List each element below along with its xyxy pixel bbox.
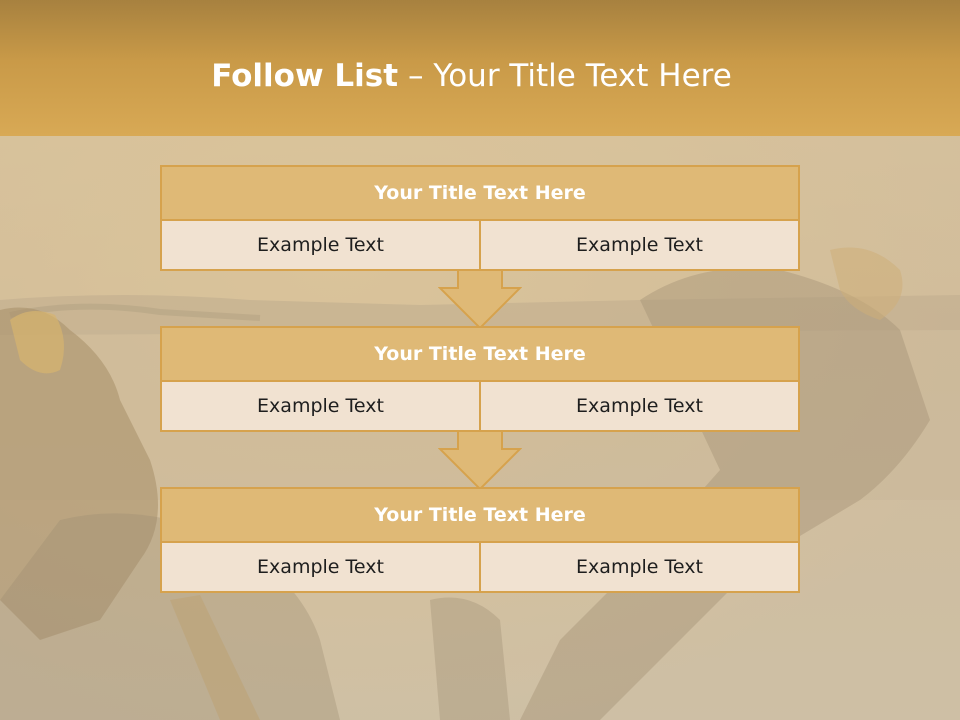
step-block-3: Your Title Text Here Example Text Exampl…: [160, 487, 800, 593]
step-cell-right: Example Text: [481, 382, 800, 432]
step-heading: Your Title Text Here: [160, 326, 800, 382]
down-arrow-icon: [438, 270, 522, 330]
step-heading: Your Title Text Here: [160, 487, 800, 543]
step-row: Example Text Example Text: [160, 382, 800, 432]
step-cell-right: Example Text: [481, 543, 800, 593]
down-arrow-icon: [438, 431, 522, 491]
slide-title-rest: – Your Title Text Here: [408, 58, 732, 94]
title-bar: [0, 0, 960, 136]
slide-title-bold: Follow List: [211, 58, 399, 94]
step-cell-left: Example Text: [160, 543, 481, 593]
step-row: Example Text Example Text: [160, 221, 800, 271]
step-cell-left: Example Text: [160, 221, 481, 271]
step-heading: Your Title Text Here: [160, 165, 800, 221]
step-row: Example Text Example Text: [160, 543, 800, 593]
step-block-2: Your Title Text Here Example Text Exampl…: [160, 326, 800, 432]
step-cell-right: Example Text: [481, 221, 800, 271]
step-cell-left: Example Text: [160, 382, 481, 432]
slide-title: Follow List– Your Title Text Here: [0, 56, 943, 96]
step-block-1: Your Title Text Here Example Text Exampl…: [160, 165, 800, 271]
